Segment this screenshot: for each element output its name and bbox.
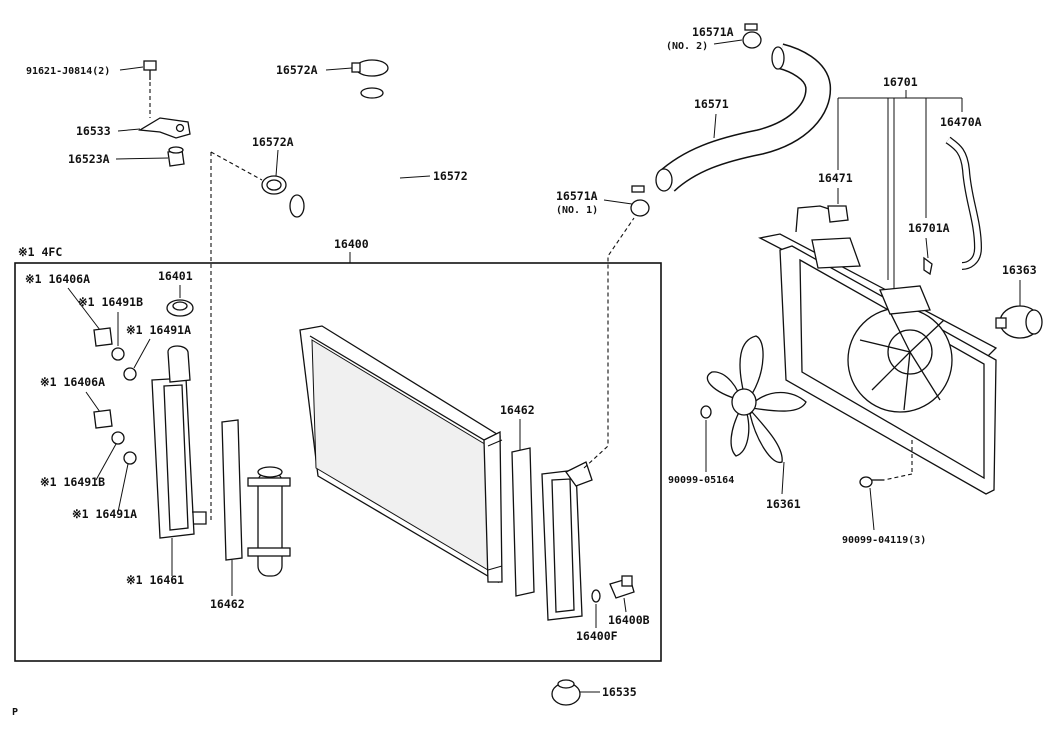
drain-cock-16400B-icon	[609, 575, 635, 599]
label-16400F: 16400F	[576, 629, 618, 643]
clamp-16571A-mid-icon	[630, 185, 650, 217]
label-91621: 91621-J0814(2)	[26, 66, 110, 77]
label-16462-right: 16462	[500, 403, 535, 417]
label-16701: 16701	[883, 75, 918, 89]
bracket-16533-icon	[137, 117, 191, 139]
label-16462-left: 16462	[210, 597, 245, 611]
clamp-16701A-icon	[923, 256, 933, 276]
label-16571A-mid-sub: (NO. 1)	[556, 205, 598, 216]
label-16572A-mid: 16572A	[252, 135, 294, 149]
label-16533: 16533	[76, 124, 111, 138]
nut-90099-05164-icon	[700, 405, 712, 419]
label-16400: 16400	[334, 237, 369, 251]
label-16406A-2: ※1 16406A	[40, 375, 105, 389]
label-16401: 16401	[158, 269, 193, 283]
label-16523A: 16523A	[68, 152, 110, 166]
clamp-16572A-top-icon	[351, 59, 389, 77]
cap-16401-icon	[166, 299, 194, 317]
label-16572A-top: 16572A	[276, 63, 318, 77]
label-16491B-1: ※1 16491B	[78, 295, 143, 309]
label-16571: 16571	[694, 97, 729, 111]
label-16471: 16471	[818, 171, 853, 185]
label-16571A-top: 16571A	[692, 25, 734, 39]
bolt-91621-icon	[143, 60, 157, 80]
label-16491A-2: ※1 16491A	[72, 507, 137, 521]
label-16361: 16361	[766, 497, 801, 511]
seal-16462-left-icon	[221, 419, 243, 561]
label-16400B: 16400B	[608, 613, 650, 627]
label-16571A-top-sub: (NO. 2)	[666, 41, 708, 52]
label-16491B-2: ※1 16491B	[40, 475, 105, 489]
shroud-16701-icon	[758, 233, 998, 495]
fan-16361-icon	[706, 335, 807, 463]
grommet-16523A-icon	[167, 146, 185, 167]
label-16406A-1: ※1 16406A	[25, 272, 90, 286]
inlet-pipe-icon	[247, 466, 291, 577]
tank-16461-icon	[151, 345, 207, 539]
label-90099-04119: 90099-04119(3)	[842, 535, 926, 546]
radiator-core-icon	[299, 325, 503, 584]
label-16491A-1: ※1 16491A	[126, 323, 191, 337]
label-16535: 16535	[602, 685, 637, 699]
reservoir-hose-16471-icon	[795, 205, 849, 233]
fan-motor-16363-icon	[995, 305, 1043, 339]
plug-16406A-1-icon	[93, 327, 113, 347]
drain-gasket-16400F-icon	[591, 589, 601, 603]
label-90099-05164: 90099-05164	[668, 475, 734, 486]
label-16572: 16572	[433, 169, 468, 183]
hose-16571-icon	[655, 43, 832, 192]
right-tank-icon	[541, 461, 593, 621]
plug-16406A-2-icon	[93, 409, 113, 429]
bolt-90099-04119-icon	[859, 476, 884, 488]
gasket-16491B-2-icon	[111, 431, 125, 445]
label-16571A-mid: 16571A	[556, 189, 598, 203]
hose-16572-icon	[289, 87, 398, 225]
gasket-16491B-1-icon	[111, 347, 125, 361]
oring-16491A-1-icon	[123, 367, 137, 381]
group-note-label: ※1 4FC	[18, 245, 62, 259]
seal-16462-right-icon	[511, 447, 535, 597]
clamp-16571A-top-icon	[742, 23, 762, 49]
clamp-16572A-mid-icon	[261, 175, 287, 195]
oring-16491A-2-icon	[123, 451, 137, 465]
label-16470A: 16470A	[940, 115, 982, 129]
hose-16470A-icon	[945, 136, 983, 270]
footer-code: P	[12, 707, 18, 718]
label-16701A: 16701A	[908, 221, 950, 235]
label-16363: 16363	[1002, 263, 1037, 277]
label-16461: ※1 16461	[126, 573, 184, 587]
radiator-group-frame	[14, 262, 662, 662]
cushion-16535-icon	[551, 679, 581, 706]
